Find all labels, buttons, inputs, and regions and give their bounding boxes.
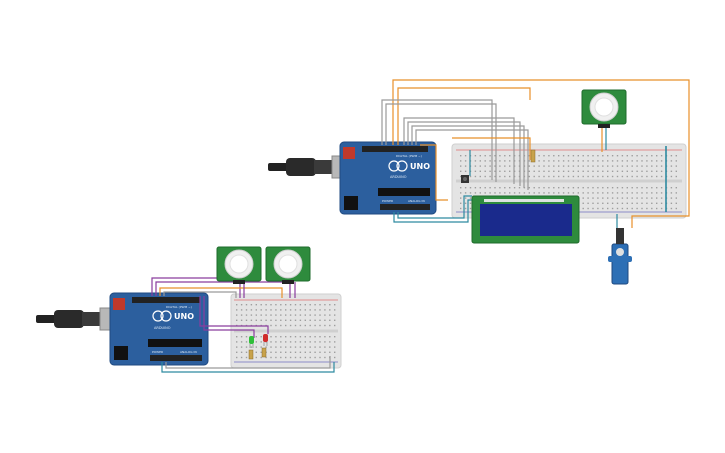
arduino-logo-icon [152,310,164,322]
power-jack-lower[interactable] [114,346,128,360]
digital-header-upper[interactable] [362,146,428,152]
led-red[interactable] [263,334,268,346]
usb-cable-lower[interactable] [36,307,121,331]
power-header-upper[interactable] [380,204,430,210]
breadboard-lower-holes [236,304,336,359]
arduino-uno-upper[interactable]: UNO ARDUINO DIGITAL (PWM ~) POWER ANALOG… [339,141,437,215]
wire-gray-1[interactable] [381,99,493,180]
usb-cable-upper[interactable] [268,155,353,179]
pir-sensor-lower-right[interactable] [265,246,311,284]
wire-teal-gnd-lower[interactable] [161,362,335,373]
board-maker-lower: ARDUINO [154,326,171,330]
reset-button-lower[interactable] [113,298,125,310]
servo-motor[interactable] [608,228,632,285]
pir-sensor-lower-left[interactable] [216,246,262,284]
lcd-screen [480,204,572,236]
led-green[interactable] [249,336,254,348]
board-maker-upper: ARDUINO [390,175,407,179]
resistor-upper[interactable] [530,149,536,163]
pir-dome-icon [594,97,614,117]
digital-label-upper: DIGITAL (PWM ~) [396,154,422,158]
breadboard-lower[interactable] [230,293,342,369]
power-label-upper: POWER [382,199,393,203]
resistor-green-led[interactable] [248,349,254,360]
wire-teal-gnd[interactable] [393,199,476,223]
push-button-upper[interactable] [461,175,469,183]
power-label-lower: POWER [152,350,163,354]
pir-dome-icon [278,254,298,274]
analog-label-upper: ANALOG IN [408,199,425,203]
arduino-logo-icon [388,160,400,172]
servo-horn-icon [616,248,624,256]
arduino-uno-lower[interactable]: UNO ARDUINO DIGITAL (PWM ~) POWER ANALOG… [109,292,209,366]
pir-sensor-upper[interactable] [581,89,627,128]
digital-label-lower: DIGITAL (PWM ~) [166,305,192,309]
reset-button-upper[interactable] [343,147,355,159]
power-header-lower[interactable] [150,355,202,361]
wire-orange-5v[interactable] [392,79,690,228]
atmega-chip-upper [378,188,430,196]
digital-header-lower[interactable] [132,297,200,303]
lcd-16x2[interactable] [471,195,580,244]
wires-lower[interactable] [151,277,335,373]
resistor-red-led[interactable] [261,347,267,358]
atmega-chip-lower [148,339,202,347]
power-jack-upper[interactable] [344,196,358,210]
pir-dome-icon [229,254,249,274]
board-brand-upper: UNO [410,162,430,171]
board-brand-lower: UNO [174,312,194,321]
analog-label-lower: ANALOG IN [180,350,197,354]
